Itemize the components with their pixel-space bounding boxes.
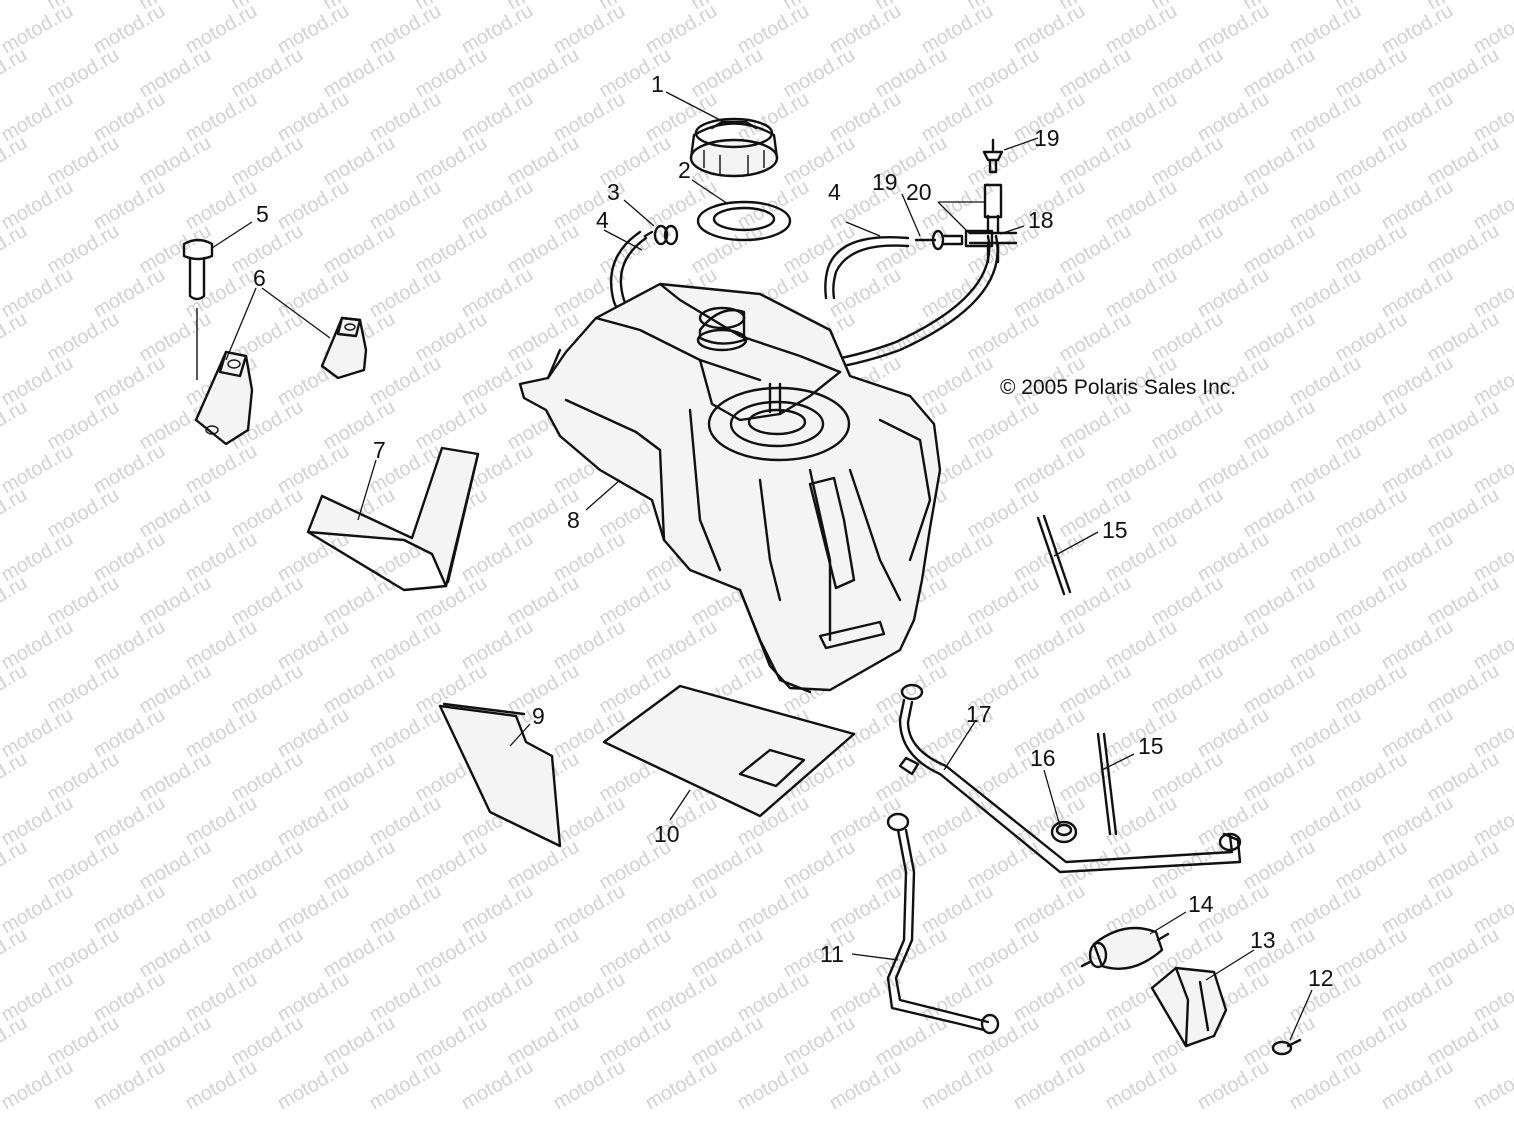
watermark-text: motod.ru <box>182 1056 261 1115</box>
callout-2: 2 <box>678 157 691 183</box>
part-19-plug-lower <box>914 229 964 251</box>
callout-10: 10 <box>654 821 680 847</box>
callout-8: 8 <box>567 507 580 533</box>
watermark-text: motod.ru <box>826 1056 905 1115</box>
part-12-screw <box>1271 1038 1302 1056</box>
watermark-text: motod.ru <box>0 132 31 191</box>
watermark-text: motod.ru <box>1286 1056 1365 1115</box>
part-9-panel <box>438 702 562 848</box>
callout-11: 11 <box>820 941 844 967</box>
part-11-fuel-line <box>886 812 1000 1035</box>
callout-16: 16 <box>1030 745 1056 771</box>
callout-12: 12 <box>1308 965 1334 991</box>
part-6-bracket-left <box>194 350 254 446</box>
part-18-tee <box>968 214 1018 264</box>
part-14-fuel-filter <box>1080 926 1170 970</box>
watermark-text: motod.ru <box>0 572 31 631</box>
watermark-text: motod.ru <box>0 660 31 719</box>
callout-17: 17 <box>966 701 992 727</box>
watermark-text: motod.ru <box>274 1056 353 1115</box>
callout-3: 3 <box>607 179 620 205</box>
watermark-text: motod.ru <box>90 1056 169 1115</box>
watermark-text: motod.ru <box>0 1056 77 1115</box>
watermark-text: motod.ru <box>550 1056 629 1115</box>
watermark-text: motod.ru <box>0 484 31 543</box>
watermark-text: motod.ru <box>0 308 31 367</box>
watermark-text: motod.ru <box>642 1056 721 1115</box>
part-8-fuel-tank <box>518 282 942 694</box>
part-4-vent-hose-right <box>824 236 910 300</box>
watermark-text: motod.ru <box>0 748 31 807</box>
watermark-text: motod.ru <box>458 1056 537 1115</box>
watermark-text: motod.ru <box>0 220 31 279</box>
watermark-text: motod.ru <box>1102 1056 1181 1115</box>
watermark-text: motod.ru <box>0 1012 31 1071</box>
watermark-text: motod.ru <box>1378 1056 1457 1115</box>
callout-5: 5 <box>256 201 269 227</box>
part-1-fuel-cap <box>689 117 779 178</box>
part-16-grommet <box>1050 820 1078 844</box>
part-7-pad <box>306 446 480 592</box>
part-20-tube-tall <box>983 183 1003 219</box>
watermark-text: motod.ru <box>0 44 31 103</box>
watermark-text: motod.ru <box>918 1056 997 1115</box>
part-5-bolt <box>182 238 214 380</box>
copyright-notice: © 2005 Polaris Sales Inc. <box>1000 376 1236 399</box>
part-6-bracket-right <box>320 316 368 380</box>
callout-14: 14 <box>1188 891 1214 917</box>
watermark-text: motod.ru <box>0 396 31 455</box>
callout-4a: 4 <box>596 207 609 233</box>
watermark-text: motod.ru <box>0 836 31 895</box>
part-13-clip-bracket <box>1150 966 1228 1048</box>
callout-4b: 4 <box>828 179 841 205</box>
part-20-tube-short <box>964 229 994 248</box>
callout-19a: 19 <box>1034 125 1060 151</box>
part-19-plug-upper <box>982 138 1004 174</box>
part-10-mat <box>602 684 856 818</box>
callout-1: 1 <box>651 71 664 97</box>
watermark-text: motod.ru <box>1470 1056 1514 1115</box>
leader-lines <box>211 91 1313 1041</box>
callout-20: 20 <box>906 179 932 205</box>
callout-labels: 1 2 3 4 4 5 6 7 8 9 10 11 12 13 14 15 15… <box>253 71 1334 991</box>
callout-6: 6 <box>253 265 266 291</box>
callout-19b: 19 <box>872 169 898 195</box>
watermark-text: motod.ru <box>0 924 31 983</box>
callout-18: 18 <box>1028 207 1054 233</box>
watermark-text: motod.ru <box>734 1056 813 1115</box>
part-2-gasket <box>696 200 792 242</box>
callout-15a: 15 <box>1102 517 1128 543</box>
watermark-text: motod.ru <box>1010 1056 1089 1115</box>
watermark-text: motod.ru <box>366 1056 445 1115</box>
callout-13: 13 <box>1250 927 1276 953</box>
part-15-strap-lower <box>1096 732 1118 836</box>
callout-7: 7 <box>373 437 386 463</box>
callout-15b: 15 <box>1138 733 1164 759</box>
part-3-clamp <box>643 224 679 246</box>
part-17-fuel-line <box>898 683 1242 874</box>
watermark-text: motod.ru <box>1194 1056 1273 1115</box>
callout-9: 9 <box>532 703 545 729</box>
watermark-text: motod.ru <box>0 0 31 14</box>
